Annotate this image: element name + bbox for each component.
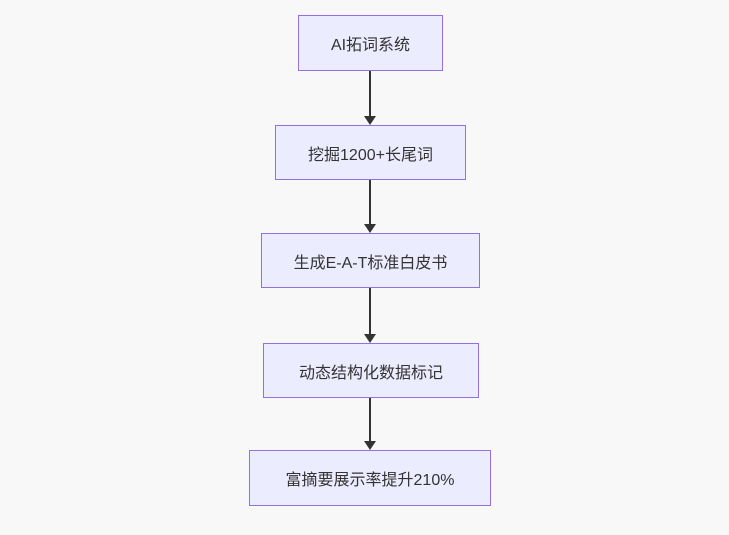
flow-node-label: 生成E-A-T标准白皮书	[293, 254, 448, 272]
arrowhead-down-icon	[364, 334, 376, 343]
flow-node-rich-snippet-result: 富摘要展示率提升210%	[249, 450, 491, 506]
edge-arrow-line-1	[369, 71, 371, 117]
arrowhead-down-icon	[364, 441, 376, 450]
flow-node-label: 富摘要展示率提升210%	[285, 472, 455, 489]
edge-arrow-line-4	[369, 398, 371, 442]
flow-node-longtail-mining: 挖掘1200+长尾词	[275, 125, 466, 180]
flow-node-label: 动态结构化数据标记	[298, 364, 443, 382]
edge-arrow-line-2	[369, 180, 371, 225]
flow-node-structured-data: 动态结构化数据标记	[263, 343, 479, 398]
flow-node-label: AI拓词系统	[330, 37, 411, 54]
edge-arrow-line-3	[369, 288, 371, 335]
flow-node-eat-whitepaper: 生成E-A-T标准白皮书	[261, 233, 480, 288]
arrowhead-down-icon	[364, 116, 376, 125]
flow-node-label: 挖掘1200+长尾词	[308, 146, 433, 164]
arrowhead-down-icon	[364, 224, 376, 233]
flow-node-ai-word-system: AI拓词系统	[298, 15, 443, 71]
